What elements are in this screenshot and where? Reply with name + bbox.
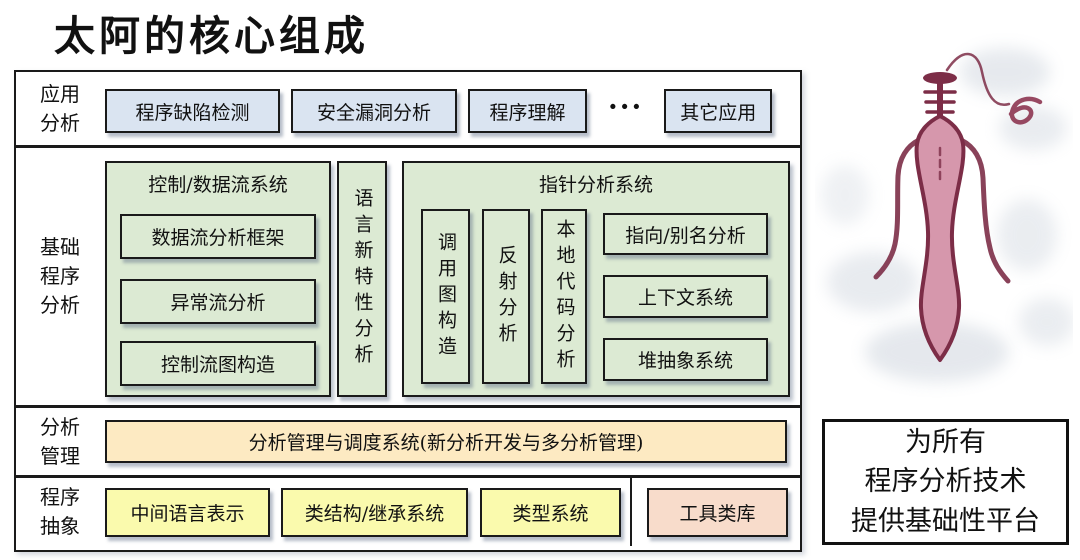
row-application-analysis: 应用 分析 程序缺陷检测 安全漏洞分析 程序理解 ··· 其它应用 <box>16 72 800 148</box>
taia-sword-illustration <box>821 48 1073 382</box>
box-language-new-features-analysis: 语言新特性分析 <box>337 161 387 397</box>
box-dataflow-analysis-framework: 数据流分析框架 <box>120 214 316 259</box>
pointer-analysis-title: 指针分析系统 <box>538 174 653 196</box>
ellipsis-more-apps: ··· <box>608 90 644 123</box>
box-class-hierarchy-system: 类结构/继承系统 <box>281 488 468 537</box>
row-label-application: 应用 分析 <box>40 81 80 135</box>
page-title: 太阿的核心组成 <box>54 12 369 60</box>
cloud-background <box>821 48 1073 382</box>
platform-caption-box: 为所有 程序分析技术 提供基础性平台 <box>822 419 1069 545</box>
row-label-management: 分析 管理 <box>40 414 80 468</box>
control-dataflow-title: 控制/数据流系统 <box>148 174 288 196</box>
box-intermediate-representation: 中间语言表示 <box>105 488 270 537</box>
group-control-dataflow-system: 控制/数据流系统 数据流分析框架 异常流分析 控制流图构造 <box>105 161 331 397</box>
box-context-system: 上下文系统 <box>603 275 768 318</box>
box-reflection-analysis: 反射分析 <box>482 209 530 384</box>
box-cfg-construction: 控制流图构造 <box>120 341 316 386</box>
box-points-to-alias-analysis: 指向/别名分析 <box>603 213 768 255</box>
guard-right-arm <box>958 137 1011 284</box>
box-program-understanding: 程序理解 <box>468 89 587 133</box>
architecture-diagram: 应用 分析 程序缺陷检测 安全漏洞分析 程序理解 ··· 其它应用 基础 程序 … <box>14 70 802 552</box>
sword-pommel <box>923 72 957 84</box>
box-tool-library: 工具类库 <box>647 488 788 537</box>
box-security-vulnerability-analysis: 安全漏洞分析 <box>291 89 457 133</box>
row-label-abstraction: 程序 抽象 <box>40 485 80 538</box>
group-pointer-analysis-system: 指针分析系统 调用图构造 反射分析 本地代码分析 指向/别名分析 上下文系统 堆… <box>402 161 790 397</box>
row-foundation-analysis: 基础 程序 分析 控制/数据流系统 数据流分析框架 异常流分析 控制流图构造 语… <box>16 148 800 408</box>
row-program-abstraction: 程序 抽象 中间语言表示 类结构/继承系统 类型系统 工具类库 <box>16 478 800 546</box>
sword-drawing <box>873 52 1043 362</box>
call-graph-label: 调用图构造 <box>435 231 457 362</box>
guard-left-arm <box>873 137 922 280</box>
box-other-applications: 其它应用 <box>664 89 773 133</box>
application-boxes: 程序缺陷检测 安全漏洞分析 程序理解 ··· 其它应用 <box>105 89 773 133</box>
language-new-features-label: 语言新特性分析 <box>351 188 374 370</box>
box-heap-abstraction-system: 堆抽象系统 <box>603 338 768 381</box>
sword-blade <box>914 114 966 362</box>
box-program-defect-detection: 程序缺陷检测 <box>105 89 280 133</box>
box-type-system: 类型系统 <box>480 488 621 537</box>
reflection-label: 反射分析 <box>495 244 518 349</box>
tool-section-divider <box>630 478 632 546</box>
box-native-code-analysis: 本地代码分析 <box>541 209 587 384</box>
cord-curl <box>1008 96 1043 125</box>
box-analysis-management-scheduling: 分析管理与调度系统(新分析开发与多分析管理) <box>105 420 787 463</box>
sword-cord <box>945 52 1011 106</box>
native-code-label: 本地代码分析 <box>553 218 576 375</box>
box-exception-flow-analysis: 异常流分析 <box>120 279 316 324</box>
row-label-foundation: 基础 程序 分析 <box>40 235 80 317</box>
row-analysis-management: 分析 管理 分析管理与调度系统(新分析开发与多分析管理) <box>16 408 800 478</box>
box-call-graph-construction: 调用图构造 <box>421 209 470 384</box>
